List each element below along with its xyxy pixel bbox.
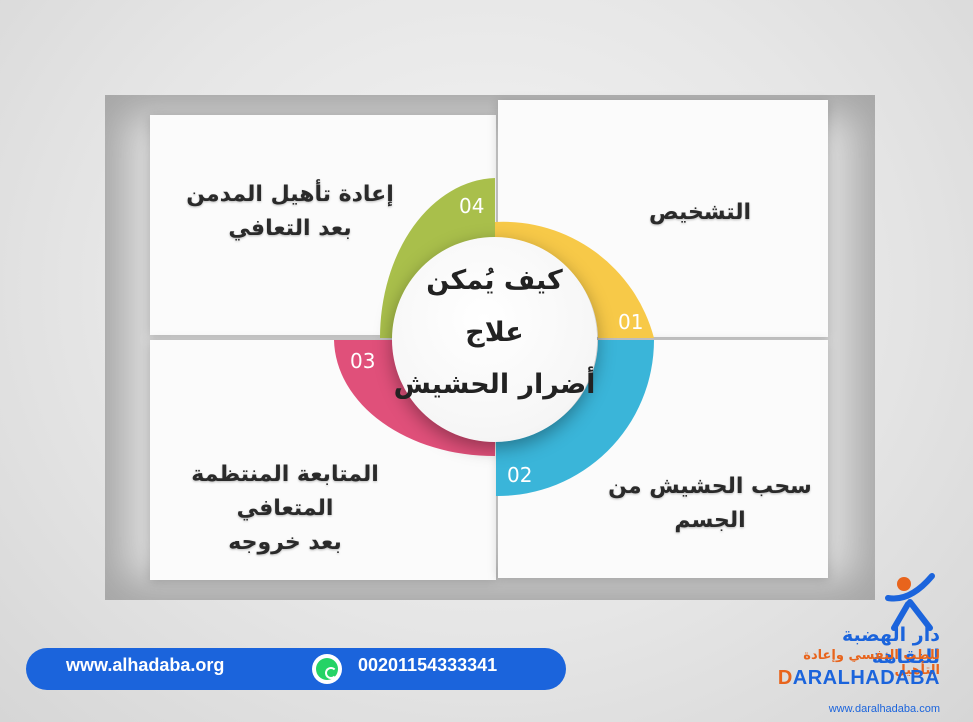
step-label-01: التشخيص (648, 200, 752, 225)
center-circle (392, 237, 597, 442)
center-title-line: أضرار الحشيش (393, 369, 596, 400)
phone-number[interactable]: 00201154333341 (358, 655, 498, 675)
step-label-line: بعد خروجه (228, 530, 342, 555)
contact-bar (26, 648, 566, 690)
step-number-01: 01 (618, 310, 644, 334)
center-title-line: كيف يُمكن (426, 265, 563, 296)
step-label-04: إعادة تأهيل المدمن بعد التعافي (170, 178, 410, 246)
logo-figure-icon (885, 573, 935, 631)
logo-english-initial: D (777, 667, 793, 689)
center-title-line: علاج (465, 317, 524, 348)
step-arc-01 (495, 221, 654, 338)
step-label-03: المتابعة المنتظمة المتعافي بعد خروجه (160, 458, 410, 560)
step-arc-04 (380, 178, 495, 338)
step-label-line: إعادة تأهيل المدمن (186, 182, 394, 207)
website-link[interactable]: www.alhadaba.org (66, 655, 225, 675)
step-arc-02 (496, 340, 654, 497)
step-number-04: 04 (459, 194, 485, 218)
logo-english-rest: ARALHADABA (792, 667, 940, 689)
step-label-02: سحب الحشيش من الجسم (608, 474, 812, 533)
step-number-03: 03 (350, 349, 376, 373)
step-number-02: 02 (507, 463, 533, 487)
step-label-line: بعد التعافي (228, 216, 352, 241)
logo-url[interactable]: www.daralhadaba.com (828, 703, 940, 715)
step-label-line: المتابعة المنتظمة المتعافي (191, 462, 379, 521)
logo-arabic-tagline: للطب النفسي وإعادة التأهيل (803, 648, 940, 678)
logo-english-name: DARALHADABA (768, 667, 940, 690)
whatsapp-icon (312, 654, 342, 684)
logo-arabic-name: دار الهضبة للنقاهة (841, 624, 940, 668)
center-title: كيف يُمكن علاج أضرار الحشيش (392, 255, 597, 411)
step-arc-03 (334, 340, 495, 457)
